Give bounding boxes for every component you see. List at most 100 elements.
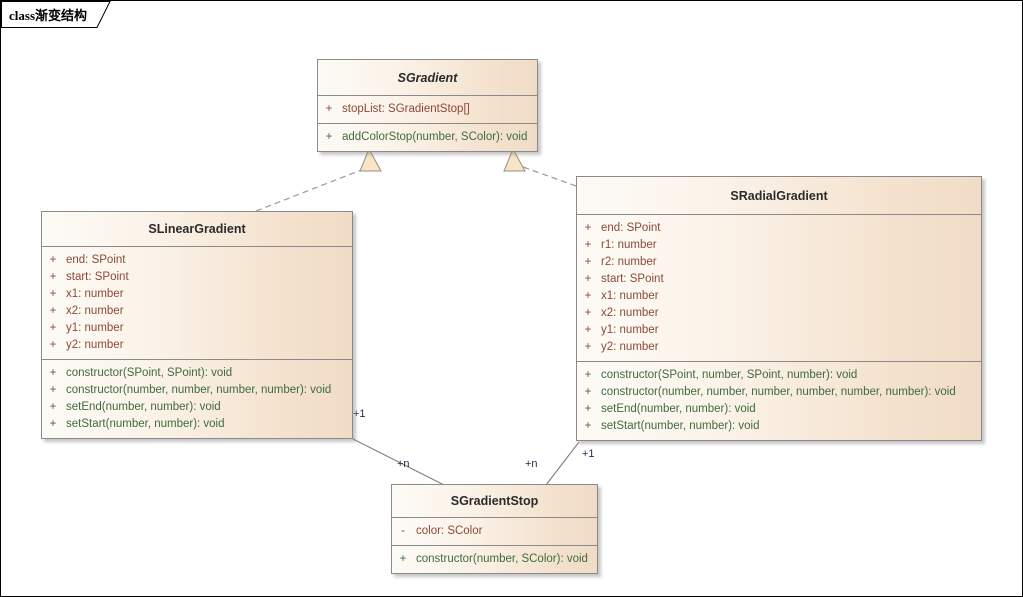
visibility-marker: + xyxy=(399,553,407,565)
attribute-label: y1: number xyxy=(66,322,124,334)
attribute-label: y2: number xyxy=(66,339,124,351)
attribute-label: x2: number xyxy=(66,305,124,317)
attribute-row[interactable]: + y1: number xyxy=(577,322,981,339)
visibility-marker: - xyxy=(401,525,405,537)
class-name-sgradient: SGradient xyxy=(318,60,537,96)
attribute-row[interactable]: + x2: number xyxy=(577,305,981,322)
operation-label: setStart(number, number): void xyxy=(601,420,760,432)
attribute-row[interactable]: + start: SPoint xyxy=(42,269,352,286)
operation-row[interactable]: + setEnd(number, number): void xyxy=(42,399,352,416)
operation-label: constructor(number, SColor): void xyxy=(416,553,588,565)
attribute-row[interactable]: + r1: number xyxy=(577,237,981,254)
operation-row[interactable]: + setStart(number, number): void xyxy=(577,418,981,435)
visibility-marker: + xyxy=(325,131,333,143)
diagram-title-label: class渐变结构 xyxy=(9,5,87,24)
attribute-row[interactable]: + stopList: SGradientStop[] xyxy=(318,101,537,118)
attribute-label: x2: number xyxy=(601,307,659,319)
visibility-marker: + xyxy=(584,239,592,251)
class-name-sradialgradient: SRadialGradient xyxy=(577,177,981,215)
attribute-row[interactable]: - color: SColor xyxy=(392,523,597,540)
operation-row[interactable]: + constructor(SPoint, number, SPoint, nu… xyxy=(577,367,981,384)
association-radial-to-stop xyxy=(545,441,580,486)
operation-label: setEnd(number, number): void xyxy=(66,401,221,413)
operation-row[interactable]: + setEnd(number, number): void xyxy=(577,401,981,418)
visibility-marker: + xyxy=(584,403,592,415)
diagram-title-text: 渐变结构 xyxy=(35,8,88,23)
visibility-marker: + xyxy=(584,307,592,319)
attribute-row[interactable]: + x2: number xyxy=(42,303,352,320)
multiplicity-radial-target: +n xyxy=(525,458,538,470)
visibility-marker: + xyxy=(49,401,57,413)
attribute-label: stopList: SGradientStop[] xyxy=(342,103,470,115)
visibility-marker: + xyxy=(49,322,57,334)
attribute-row[interactable]: + end: SPoint xyxy=(577,220,981,237)
visibility-marker: + xyxy=(584,324,592,336)
visibility-marker: + xyxy=(49,271,57,283)
attribute-row[interactable]: + y2: number xyxy=(577,339,981,356)
visibility-marker: + xyxy=(584,420,592,432)
visibility-marker: + xyxy=(49,339,57,351)
tab-shape-icon xyxy=(1,1,111,28)
attribute-label: start: SPoint xyxy=(66,271,129,283)
operation-row[interactable]: + addColorStop(number, SColor): void xyxy=(318,129,537,146)
operation-row[interactable]: + setStart(number, number): void xyxy=(42,416,352,433)
visibility-marker: + xyxy=(49,288,57,300)
attributes-section-sradialgradient: + end: SPoint + r1: number + r2: number … xyxy=(577,215,981,361)
visibility-marker: + xyxy=(584,341,592,353)
visibility-marker: + xyxy=(49,254,57,266)
operation-label: constructor(SPoint, SPoint): void xyxy=(66,367,233,379)
attribute-row[interactable]: + x1: number xyxy=(577,288,981,305)
generalization-radial-to-sgradient xyxy=(503,147,577,187)
operation-row[interactable]: + constructor(number, number, number, nu… xyxy=(42,382,352,399)
class-box-sgradientstop[interactable]: SGradientStop - color: SColor + construc… xyxy=(391,484,598,574)
operation-label: addColorStop(number, SColor): void xyxy=(342,131,528,143)
operation-label: constructor(number, number, number, numb… xyxy=(66,384,332,396)
multiplicity-linear-target: +n xyxy=(397,458,410,470)
attribute-label: r1: number xyxy=(601,239,657,251)
attribute-label: y2: number xyxy=(601,341,659,353)
visibility-marker: + xyxy=(49,384,57,396)
operations-section-sgradient: + addColorStop(number, SColor): void xyxy=(318,123,537,151)
visibility-marker: + xyxy=(49,418,57,430)
attribute-row[interactable]: + r2: number xyxy=(577,254,981,271)
operations-section-sradialgradient: + constructor(SPoint, number, SPoint, nu… xyxy=(577,361,981,440)
visibility-marker: + xyxy=(49,367,57,379)
visibility-marker: + xyxy=(584,386,592,398)
operation-row[interactable]: + constructor(number, SColor): void xyxy=(392,551,597,568)
attributes-section-slineargradient: + end: SPoint + start: SPoint + x1: numb… xyxy=(42,247,352,359)
operation-label: constructor(number, number, number, numb… xyxy=(601,386,956,398)
operation-row[interactable]: + constructor(number, number, number, nu… xyxy=(577,384,981,401)
visibility-marker: + xyxy=(584,290,592,302)
class-box-sradialgradient[interactable]: SRadialGradient + end: SPoint + r1: numb… xyxy=(576,176,982,441)
attribute-label: x1: number xyxy=(601,290,659,302)
operation-row[interactable]: + constructor(SPoint, SPoint): void xyxy=(42,365,352,382)
attribute-label: start: SPoint xyxy=(601,273,664,285)
visibility-marker: + xyxy=(584,369,592,381)
operation-label: constructor(SPoint, number, SPoint, numb… xyxy=(601,369,858,381)
attribute-label: end: SPoint xyxy=(66,254,126,266)
attribute-row[interactable]: + start: SPoint xyxy=(577,271,981,288)
generalization-linear-to-sgradient xyxy=(255,147,382,212)
visibility-marker: + xyxy=(584,273,592,285)
multiplicity-radial-source: +1 xyxy=(582,448,595,460)
class-name-slineargradient: SLinearGradient xyxy=(42,212,352,247)
attribute-label: r2: number xyxy=(601,256,657,268)
attribute-row[interactable]: + end: SPoint xyxy=(42,252,352,269)
visibility-marker: + xyxy=(584,256,592,268)
visibility-marker: + xyxy=(325,103,333,115)
attribute-row[interactable]: + x1: number xyxy=(42,286,352,303)
class-box-sgradient[interactable]: SGradient + stopList: SGradientStop[] + … xyxy=(317,59,538,152)
class-box-slineargradient[interactable]: SLinearGradient + end: SPoint + start: S… xyxy=(41,211,353,439)
attribute-label: end: SPoint xyxy=(601,222,661,234)
operations-section-sgradientstop: + constructor(number, SColor): void xyxy=(392,545,597,573)
operations-section-slineargradient: + constructor(SPoint, SPoint): void + co… xyxy=(42,359,352,438)
operation-label: setEnd(number, number): void xyxy=(601,403,756,415)
attribute-row[interactable]: + y2: number xyxy=(42,337,352,354)
attributes-section-sgradientstop: - color: SColor xyxy=(392,518,597,545)
attribute-row[interactable]: + y1: number xyxy=(42,320,352,337)
attribute-label: x1: number xyxy=(66,288,124,300)
class-name-sgradientstop: SGradientStop xyxy=(392,485,597,518)
diagram-title-keyword: class xyxy=(9,8,35,23)
operation-label: setStart(number, number): void xyxy=(66,418,225,430)
